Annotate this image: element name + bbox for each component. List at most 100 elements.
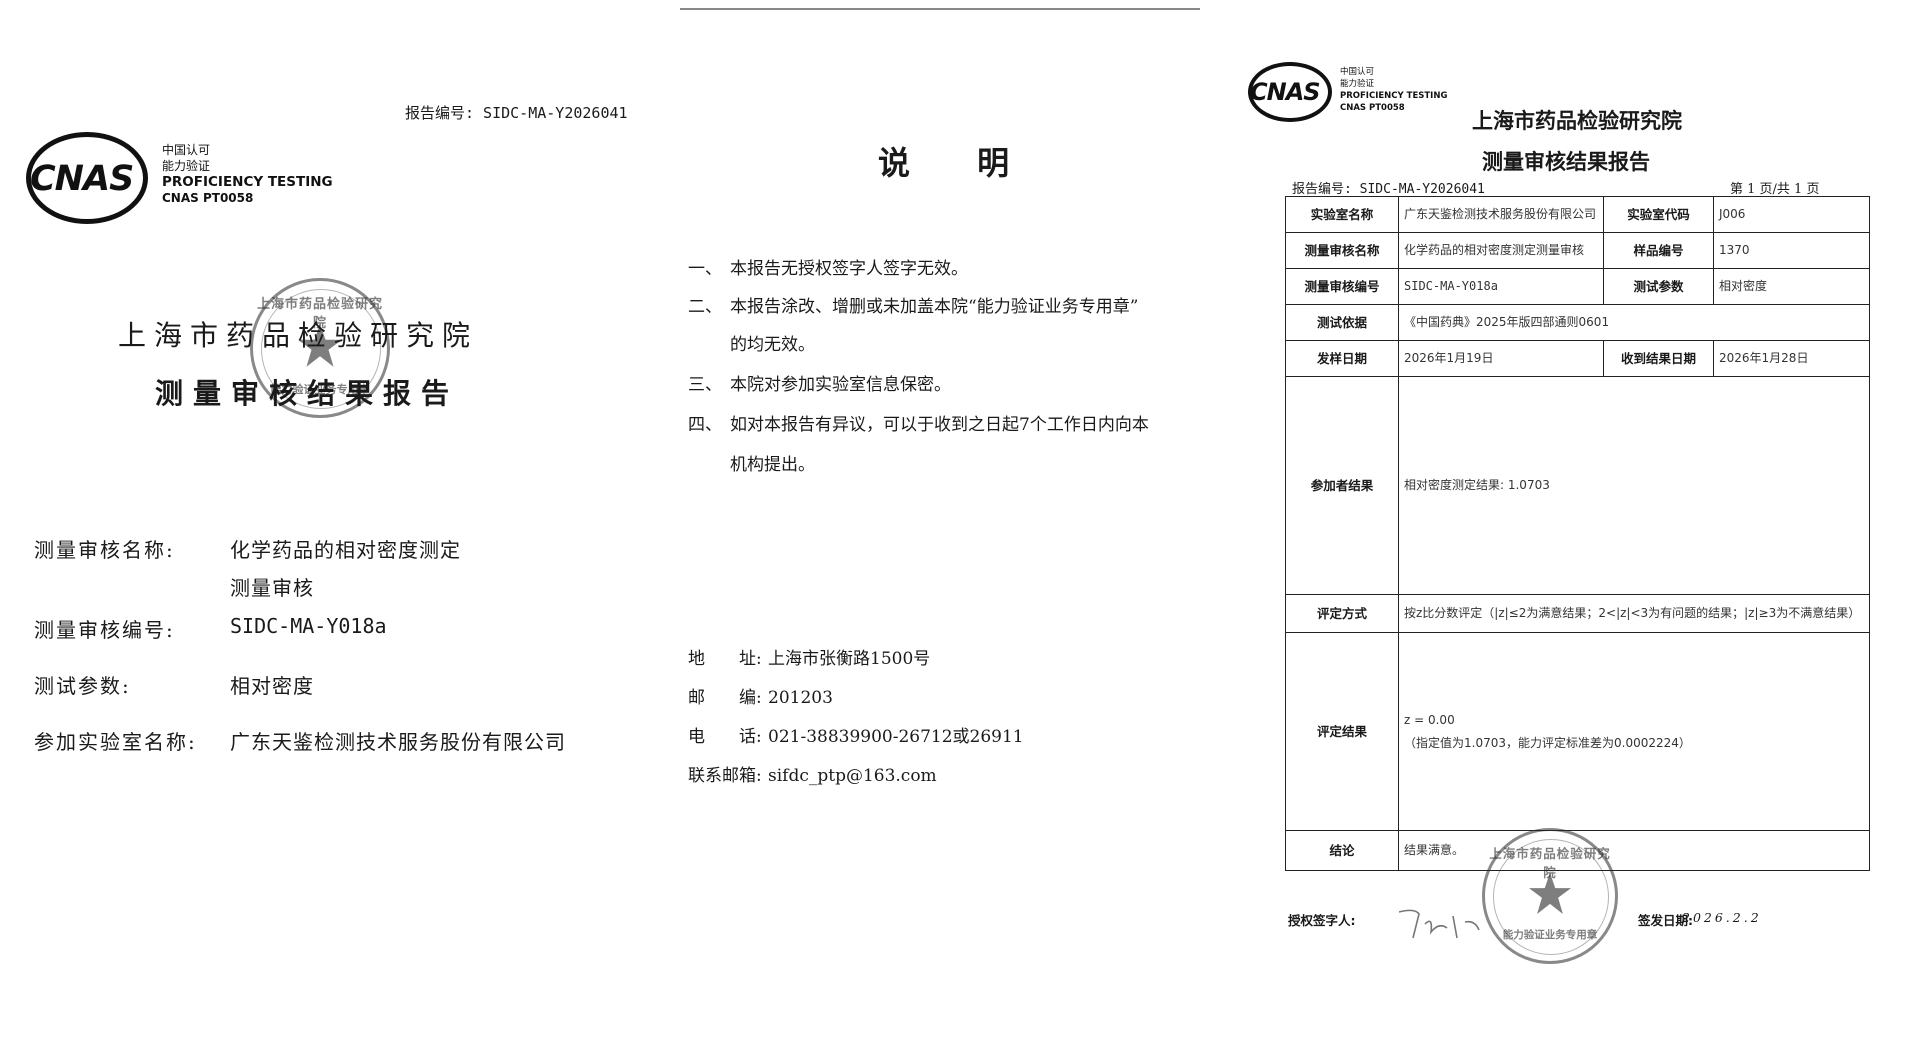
cover-field-audit-number: 测量审核编号: [34,614,230,643]
contact-label: 邮 编: [688,688,762,708]
cover-report-number: 报告编号: SIDC-MA-Y2026041 [405,104,628,122]
field-value: 相对密度 [230,674,314,698]
table-row: 评定结果 z = 0.00 （指定值为1.0703，能力评定标准差为0.0002… [1285,632,1870,831]
table-value: 2026年1月28日 [1713,340,1870,377]
table-value: 1370 [1713,232,1870,269]
table-value: 化学药品的相对密度测定测量审核 [1398,232,1604,269]
page-top-rule [680,8,1200,10]
cover-page: 报告编号: SIDC-MA-Y2026041 CNAS 中国认可 能力验证 PR… [0,0,680,1048]
result-report-number: 报告编号: SIDC-MA-Y2026041 [1292,182,1485,197]
table-row: 测量审核编号 SIDC-MA-Y018a 测试参数 相对密度 [1285,268,1870,305]
table-label: 测试依据 [1285,304,1399,341]
contact-label: 地 址: [688,649,762,669]
cnas-logo-emblem [1248,62,1332,122]
stamp-inner-ring [1493,839,1609,955]
table-label: 参加者结果 [1285,376,1399,595]
sign-date-label: 签发日期: [1638,913,1693,928]
contact-label: 电 话: [688,727,762,747]
note-text: 本报告无授权签字人签字无效。 [730,259,968,279]
cover-report-title: 测量审核结果报告 [155,377,460,410]
note-item: 二、本报告涂改、增删或未加盖本院“能力验证业务专用章” [688,292,1138,317]
stamp-label: 能力验证业务专用章 [1502,929,1598,941]
note-item: 四、如对本报告有异议，可以于收到之日起7个工作日内向本 [688,410,1149,435]
cover-official-stamp: 上海市药品检验研究院 能力验证业务专用章 [250,278,390,418]
note-text: 如对本报告有异议，可以于收到之日起7个工作日内向本 [730,415,1149,435]
note-number: 一、 [688,259,722,279]
table-label: 发样日期 [1285,340,1399,377]
table-value: 结果满意。 [1398,830,1870,871]
field-value: SIDC-MA-Y018a [230,614,387,638]
stamp-star-icon [298,323,342,367]
result-page-info: 第 1 页/共 1 页 [1730,182,1820,197]
eval-z-score: z = 0.00 [1404,712,1455,727]
authorized-signer-label: 授权签字人: [1288,913,1356,928]
cnas-logo-text: CNAS [30,159,134,199]
cnas-caption-en1: PROFICIENCY TESTING [162,174,333,190]
field-value-cont: 测量审核 [230,576,314,600]
cover-field-audit-name: 测量审核名称: [34,534,230,563]
field-label: 参加实验室名称: [34,730,197,754]
cnas-caption-zh1: 中国认可 [1340,67,1375,77]
result-table: 实验室名称 广东天鉴检测技术服务股份有限公司 实验室代码 J006 测量审核名称… [1285,196,1870,871]
table-value: 相对密度测定结果: 1.0703 [1398,376,1870,595]
table-value: 《中国药典》2025年版四部通则0601 [1398,304,1870,341]
stamp-star-icon [1529,872,1571,914]
field-value: 广东天鉴检测技术服务股份有限公司 [230,730,566,754]
note-number: 三、 [688,375,722,395]
contact-value: 201203 [768,688,833,708]
contact-postcode: 邮 编: 201203 [688,683,833,708]
stamp-label: 能力验证业务专用章 [270,383,370,396]
cnas-logo: CNAS 中国认可 能力验证 PROFICIENCY TESTING CNAS … [26,132,346,232]
notes-page: 说 明 一、本报告无授权签字人签字无效。 二、本报告涂改、增删或未加盖本院“能力… [680,0,1220,1048]
note-text: 本院对参加实验室信息保密。 [730,375,951,395]
table-row: 实验室名称 广东天鉴检测技术服务股份有限公司 实验室代码 J006 [1285,196,1870,233]
table-label: 测试参数 [1603,268,1714,305]
table-label: 实验室代码 [1603,196,1714,233]
table-label: 测量审核名称 [1285,232,1399,269]
table-row: 发样日期 2026年1月19日 收到结果日期 2026年1月28日 [1285,340,1870,377]
table-value: 2026年1月19日 [1398,340,1604,377]
table-row: 结论 结果满意。 [1285,830,1870,871]
cnas-caption-zh1: 中国认可 [162,143,211,157]
notes-heading: 说 明 [878,144,1038,182]
sign-date: 2026.2.2 [1682,910,1762,925]
result-report-title: 测量审核结果报告 [1482,150,1650,174]
table-value: J006 [1713,196,1870,233]
note-text-cont: 机构提出。 [730,455,815,475]
table-value: SIDC-MA-Y018a [1398,268,1604,305]
table-label: 评定结果 [1285,632,1399,831]
field-value: 化学药品的相对密度测定 [230,538,461,562]
note-text-cont: 的均无效。 [730,335,815,355]
table-label: 收到结果日期 [1603,340,1714,377]
cnas-logo-caption: 中国认可 能力验证 PROFICIENCY TESTING CNAS PT005… [1340,66,1447,114]
note-item: 三、本院对参加实验室信息保密。 [688,370,951,395]
stamp-arc-text: 上海市药品检验研究院 [1489,846,1611,880]
table-value: 广东天鉴检测技术服务股份有限公司 [1398,196,1604,233]
cnas-logo-caption: 中国认可 能力验证 PROFICIENCY TESTING CNAS PT005… [162,142,333,206]
table-value: 相对密度 [1713,268,1870,305]
field-label: 测量审核名称: [34,538,175,562]
cover-field-test-param: 测试参数: [34,670,230,699]
stamp-inner-ring [261,289,381,409]
note-number: 二、 [688,297,722,317]
table-value: 按z比分数评定（|z|≤2为满意结果；2<|z|<3为有问题的结果；|z|≥3为… [1398,594,1870,633]
cnas-logo-text: CNAS [1250,78,1321,106]
contact-value: sifdc_ptp@163.com [768,766,937,786]
note-number: 四、 [688,415,722,435]
table-row: 测量审核名称 化学药品的相对密度测定测量审核 样品编号 1370 [1285,232,1870,269]
table-row: 评定方式 按z比分数评定（|z|≤2为满意结果；2<|z|<3为有问题的结果；|… [1285,594,1870,633]
contact-address: 地 址:上海市张衡路1500号 [688,644,930,669]
field-label: 测量审核编号: [34,618,175,642]
result-institute-name: 上海市药品检验研究院 [1472,109,1682,133]
contact-value: 021-38839900-26712或26911 [768,727,1024,747]
note-text: 本报告涂改、增删或未加盖本院“能力验证业务专用章” [730,297,1139,317]
cnas-logo-emblem [26,132,148,224]
stamp-arc-text: 上海市药品检验研究院 [256,297,383,331]
table-value: z = 0.00 （指定值为1.0703，能力评定标准差为0.0002224） [1398,632,1870,831]
table-label: 评定方式 [1285,594,1399,633]
note-item: 一、本报告无授权签字人签字无效。 [688,254,968,279]
field-label: 测试参数: [34,674,131,698]
cnas-caption-en2: CNAS PT0058 [1340,103,1405,113]
cnas-logo: CNAS 中国认可 能力验证 PROFICIENCY TESTING CNAS … [1248,62,1488,132]
signature-scribble-icon [1398,909,1480,939]
